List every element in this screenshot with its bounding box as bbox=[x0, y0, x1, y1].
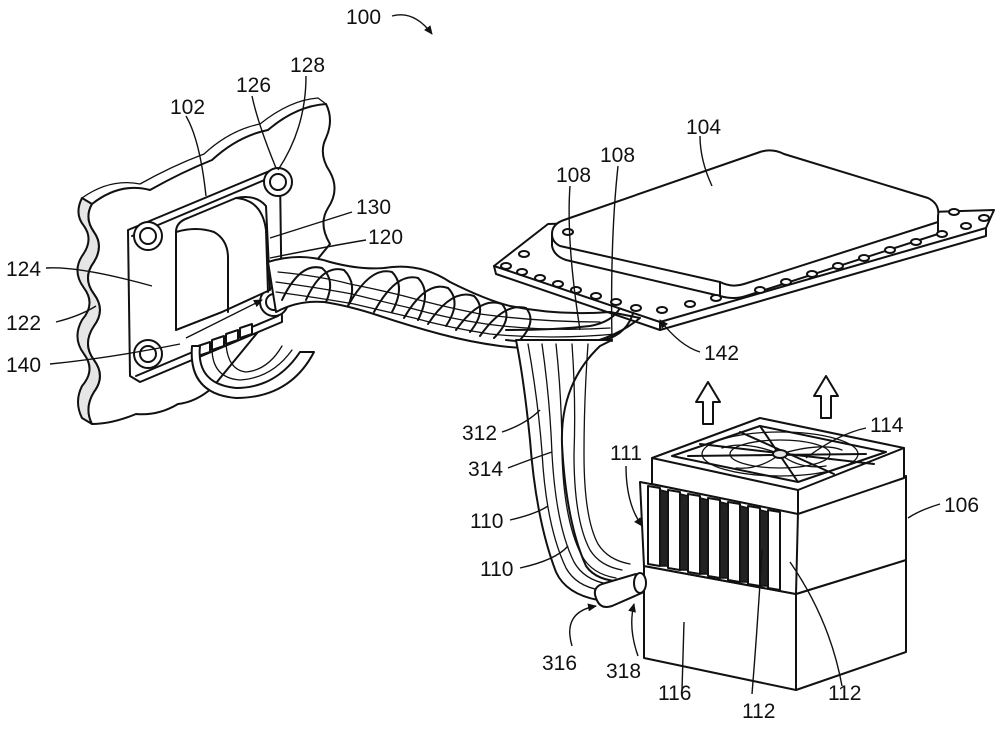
label-120: 120 bbox=[368, 226, 403, 249]
label-122: 122 bbox=[6, 312, 41, 335]
fins bbox=[647, 485, 781, 591]
airflow-arrow-left bbox=[695, 381, 721, 425]
screw-bottom-left bbox=[133, 339, 163, 369]
label-128: 128 bbox=[290, 54, 325, 77]
label-102: 102 bbox=[170, 96, 205, 119]
label-110-a: 110 bbox=[470, 510, 503, 533]
label-110-b: 110 bbox=[480, 558, 513, 581]
label-116: 116 bbox=[658, 682, 691, 705]
label-100: 100 bbox=[346, 6, 381, 29]
screw-top-left bbox=[133, 221, 163, 251]
descending-tubes bbox=[515, 339, 641, 601]
label-126: 126 bbox=[236, 74, 271, 97]
return-tubes bbox=[190, 343, 315, 399]
reference-labels: 100 102 126 128 130 120 124 122 140 104 … bbox=[6, 6, 979, 723]
label-316: 316 bbox=[542, 652, 577, 675]
label-130: 130 bbox=[356, 196, 391, 219]
screw-top-right bbox=[263, 167, 293, 197]
label-108-b: 108 bbox=[600, 144, 635, 167]
heat-sink-assembly bbox=[639, 375, 907, 691]
label-312: 312 bbox=[462, 422, 497, 445]
label-106: 106 bbox=[944, 494, 979, 517]
label-112-a: 112 bbox=[742, 700, 775, 723]
label-114: 114 bbox=[870, 414, 904, 437]
label-124: 124 bbox=[6, 258, 41, 281]
condenser-plate bbox=[493, 149, 995, 331]
label-111: 111 bbox=[610, 442, 642, 465]
label-318: 318 bbox=[606, 660, 641, 683]
label-108-a: 108 bbox=[556, 164, 591, 187]
label-142: 142 bbox=[704, 342, 739, 365]
label-112-b: 112 bbox=[828, 682, 861, 705]
flange-holes bbox=[500, 208, 990, 314]
leader-lines bbox=[45, 14, 941, 695]
label-140: 140 bbox=[6, 354, 41, 377]
label-314: 314 bbox=[468, 458, 503, 481]
airflow-arrow-right bbox=[813, 375, 839, 419]
label-104: 104 bbox=[686, 116, 721, 139]
cold-plate-housing bbox=[175, 196, 271, 357]
manifold-fitting bbox=[593, 572, 647, 608]
